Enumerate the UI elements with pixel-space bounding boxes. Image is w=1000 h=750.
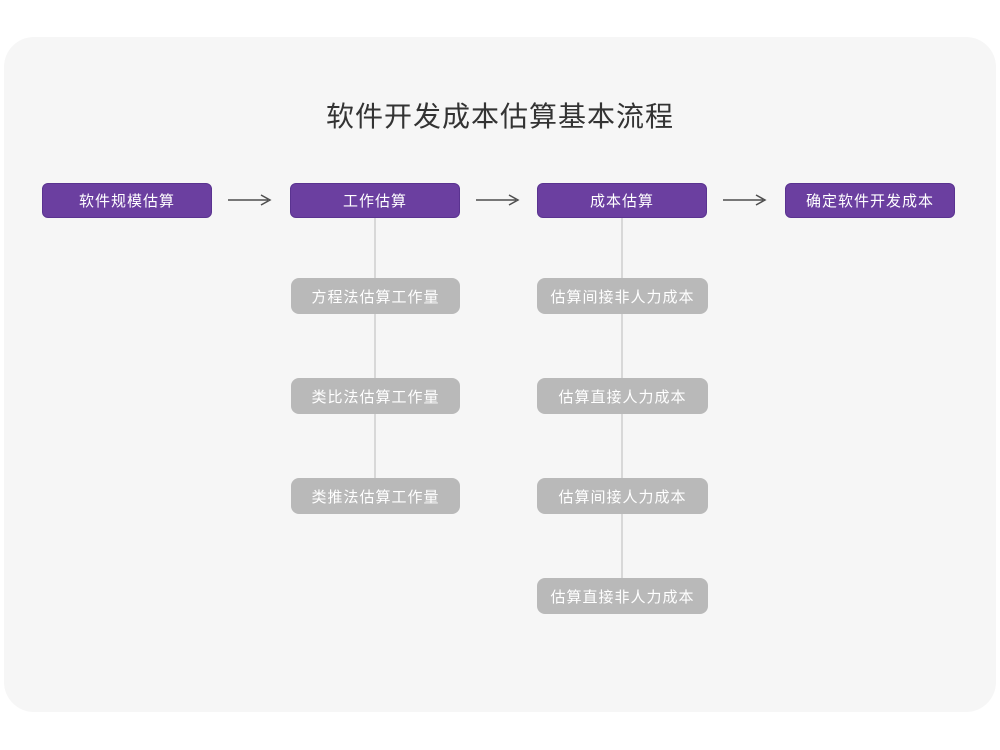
substep-equation-method: 方程法估算工作量: [291, 278, 460, 314]
substep-analogy-method: 类比法估算工作量: [291, 378, 460, 414]
substep-indirect-nonlabor-cost: 估算间接非人力成本: [537, 278, 708, 314]
arrow-right-icon: [227, 194, 273, 206]
page-title: 软件开发成本估算基本流程: [325, 101, 674, 132]
connector-line-work-estimation: [374, 218, 376, 496]
stage-cost-estimation: 成本估算: [537, 183, 707, 218]
stage-work-estimation: 工作估算: [290, 183, 460, 218]
substep-indirect-labor-cost: 估算间接人力成本: [537, 478, 708, 514]
arrow-right-icon: [722, 194, 768, 206]
stage-software-scale-estimation: 软件规模估算: [42, 183, 212, 218]
stage-determine-development-cost: 确定软件开发成本: [785, 183, 955, 218]
substep-direct-labor-cost: 估算直接人力成本: [537, 378, 708, 414]
substep-direct-nonlabor-cost: 估算直接非人力成本: [537, 578, 708, 614]
arrow-right-icon: [475, 194, 521, 206]
substep-extrapolation-method: 类推法估算工作量: [291, 478, 460, 514]
flowchart-card: [4, 37, 996, 712]
